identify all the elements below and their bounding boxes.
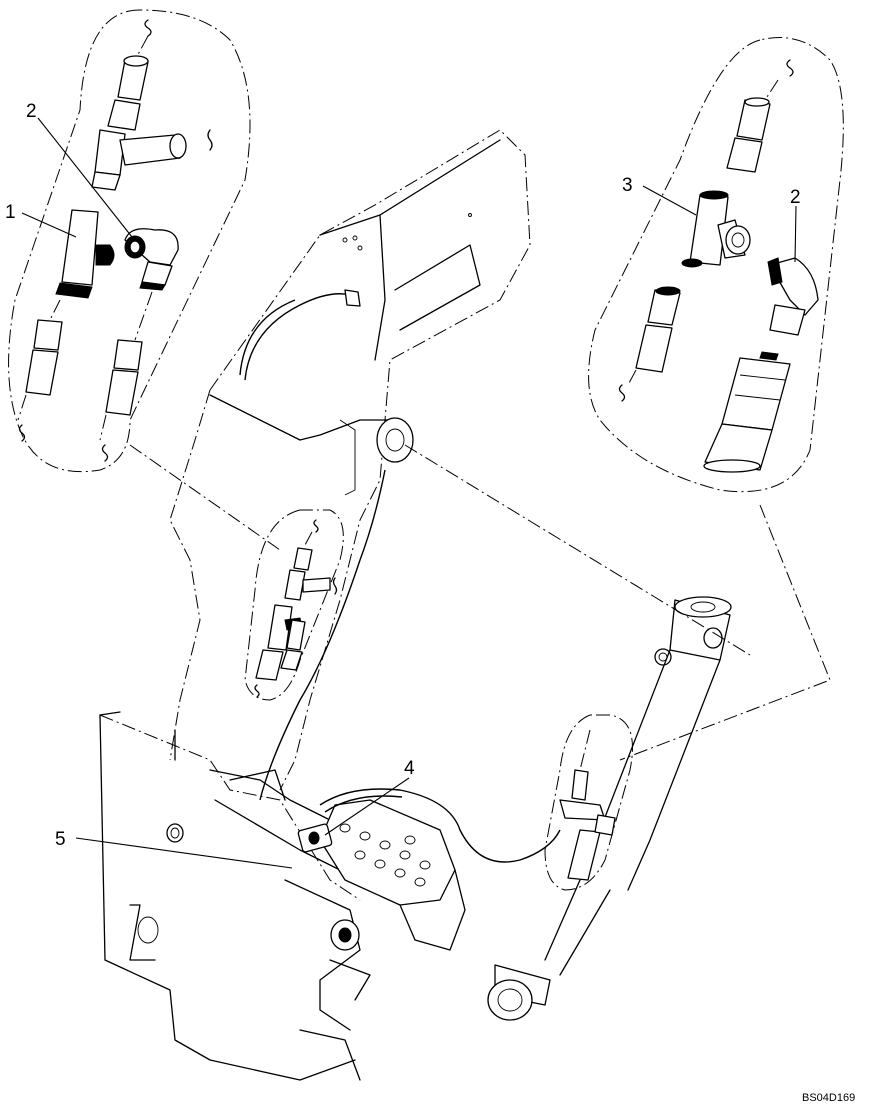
callout-leaders [21,117,797,869]
callout-2-right: 2 [790,187,801,208]
figure-code: BS04D169 [802,1092,855,1104]
detail-bubble-left [8,9,251,473]
detail-bubble-cylinder [544,714,633,891]
callout-3: 3 [622,175,633,196]
left-detail-fittings [17,19,213,462]
detail-bubble-arm [244,509,344,701]
callout-5: 5 [55,829,66,850]
arm-detail-fittings [254,519,338,698]
detail-bubble-right [588,37,844,493]
callout-1: 1 [5,202,16,223]
hydraulic-manifold-block [319,799,466,951]
callout-2-left: 2 [26,101,37,122]
hose-clamp [297,823,333,853]
lift-cylinder [487,596,732,1021]
hydraulic-hose [319,788,561,863]
right-detail-fittings [618,59,819,473]
callout-4: 4 [404,758,415,779]
arm-pivot-boss [376,417,414,463]
lower-frame-base [99,711,441,1081]
loader-arm-frame [169,129,531,801]
